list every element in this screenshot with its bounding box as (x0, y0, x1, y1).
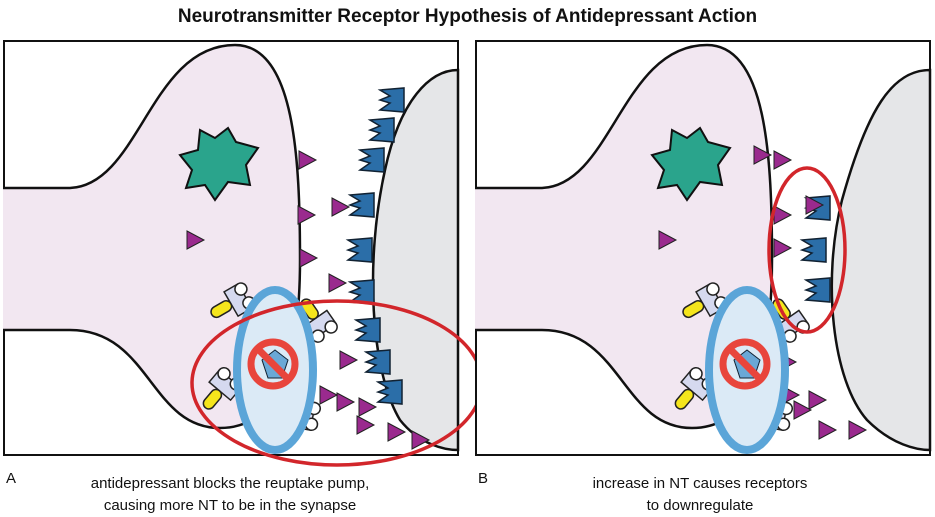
neurotransmitter-triangle (336, 392, 356, 412)
neurotransmitter-triangle (186, 230, 206, 250)
transporter-site (217, 366, 231, 381)
neurotransmitter-triangle (808, 390, 828, 410)
receptor (363, 349, 391, 375)
no-sign-slash (255, 346, 291, 382)
antidepressant-drug-pill (682, 300, 705, 319)
neurotransmitter-triangle (298, 150, 318, 170)
neurotransmitter-triangle (848, 420, 868, 440)
neurotransmitter-triangle (793, 400, 813, 420)
receptor (347, 279, 375, 305)
neurotransmitter-triangle (805, 195, 825, 215)
neurotransmitter-triangle (328, 273, 348, 293)
neurotransmitter-triangle (411, 430, 431, 450)
synaptic-vesicle-enzyme (650, 126, 732, 202)
panel-b-label: B (478, 470, 489, 487)
receptor (357, 147, 385, 173)
neurotransmitter-triangle (297, 205, 317, 225)
transporter-site (234, 282, 248, 296)
neurotransmitter-triangle (331, 197, 351, 217)
synaptic-vesicle-enzyme (178, 126, 260, 202)
antidepressant-drug-pill (202, 388, 223, 410)
neurotransmitter-triangle (356, 415, 376, 435)
receptor (353, 317, 381, 343)
postsynaptic-neuron (830, 68, 932, 452)
receptor (345, 237, 373, 263)
panel-a-caption-line2: causing more NT to be in the synapse (103, 497, 357, 514)
no-sign-icon (719, 338, 771, 390)
neurotransmitter-triangle (339, 350, 359, 370)
reuptake-transporter (682, 282, 728, 319)
receptor (377, 87, 405, 113)
panel-b (475, 40, 932, 456)
panel-b-caption-line2: to downregulate (646, 497, 754, 514)
transporter-site (689, 366, 703, 381)
neurotransmitter-triangle (818, 420, 838, 440)
reuptake-transporter (210, 282, 256, 319)
neurotransmitter-triangle (773, 150, 793, 170)
antidepressant-drug-pill (210, 300, 233, 319)
figure-title: Neurotransmitter Receptor Hypothesis of … (177, 6, 758, 27)
panel-b-caption: increase in NT causes receptors to downr… (500, 473, 900, 517)
receptor (799, 237, 827, 263)
neurotransmitter-triangle (387, 422, 407, 442)
neurotransmitter-triangle (658, 230, 678, 250)
receptor (803, 277, 831, 303)
transporter-site (324, 320, 338, 334)
receptor (375, 379, 403, 405)
no-sign-icon (247, 338, 299, 390)
receptor (347, 192, 375, 218)
no-sign-slash (727, 346, 763, 382)
neurotransmitter-triangle (319, 385, 339, 405)
neurotransmitter-triangle (358, 397, 378, 417)
highlight-ellipse-receptors (767, 166, 847, 334)
panel-a (3, 40, 484, 467)
reuptake-transporter (202, 366, 244, 410)
receptor (367, 117, 395, 143)
panel-a-label: A (6, 470, 17, 487)
antidepressant-drug-pill (674, 388, 695, 410)
neurotransmitter-triangle (753, 145, 773, 165)
panel-b-caption-line1: increase in NT causes receptors (592, 475, 808, 492)
transporter-site (706, 282, 720, 296)
panel-a-caption-line1: antidepressant blocks the reuptake pump, (90, 475, 370, 492)
panel-a-caption: antidepressant blocks the reuptake pump,… (30, 473, 430, 517)
neurotransmitter-triangle (773, 238, 793, 258)
neurotransmitter-triangle (299, 248, 319, 268)
